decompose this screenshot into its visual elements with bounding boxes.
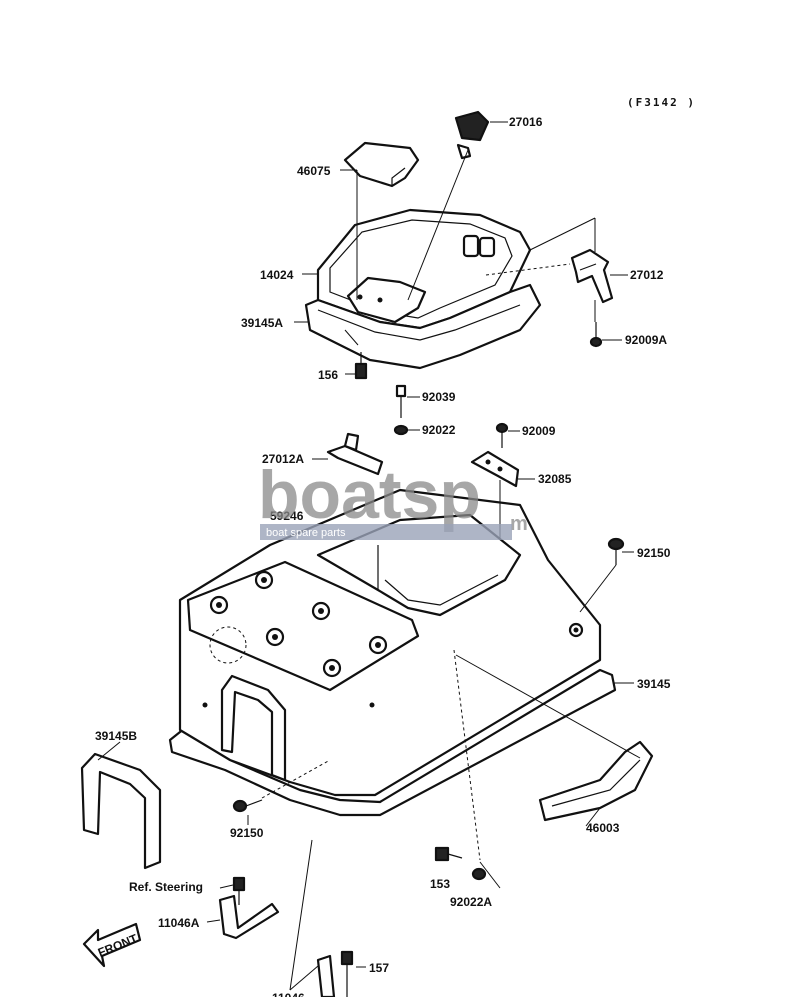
label-46075: 46075 [297,164,331,178]
label-92009: 92009 [522,424,556,438]
part-labels: 27016 46075 14024 27012 39145A 92009A 15… [95,115,671,997]
label-92039: 92039 [422,390,456,404]
part-11046-bracket [316,954,336,997]
part-92009A-screw [589,322,603,348]
part-27012A-bracket [326,432,384,476]
part-14024-box [316,208,532,330]
part-27016-knob [454,110,490,160]
ref-steering-bolt [232,876,246,905]
label-27012A: 27012A [262,452,304,466]
watermark-logo: boatsp m boat spare parts [258,457,528,540]
part-27012-bracket [570,248,614,304]
leader-lines [97,121,641,991]
label-39145: 39145 [637,677,671,691]
watermark-suffix: m [510,513,528,535]
label-59246: 59246 [270,509,304,523]
part-156-bolt [354,352,368,380]
part-153-bolt [434,846,463,862]
part-92150-screw-top [607,537,625,565]
label-156: 156 [318,368,338,382]
label-14024: 14024 [260,268,294,282]
label-157: 157 [369,961,389,975]
watermark-brand: boatsp [258,457,481,533]
part-39145A-gasket [304,283,542,370]
part-59246-body [168,488,617,817]
part-46075-cover [343,141,420,188]
part-92039-pin [395,384,407,418]
part-92022-washer [393,424,409,436]
label-ref-steering: Ref. Steering [129,880,203,894]
label-46003: 46003 [586,821,620,835]
label-39145A: 39145A [241,316,283,330]
part-92022A-washer [471,867,487,881]
front-arrow-icon: FRONT [82,922,142,968]
label-39145B: 39145B [95,729,137,743]
part-39145B-gasket [80,752,162,870]
label-27016: 27016 [509,115,543,129]
part-32085-plate [470,450,520,488]
watermark-tagline: boat spare parts [266,527,346,539]
part-92150-screw-lower [232,799,263,813]
label-92009A: 92009A [625,333,667,347]
part-92009-screw [495,422,509,448]
label-153: 153 [430,877,450,891]
label-92022A: 92022A [450,895,492,909]
label-11046A: 11046A [158,916,200,930]
label-92150-top: 92150 [637,546,671,560]
figure-code: (F3142 ) [627,96,696,109]
label-92150-lower: 92150 [230,826,264,840]
part-46003-pad [538,740,654,822]
label-27012: 27012 [630,268,664,282]
part-11046A-bracket [218,894,280,940]
label-32085: 32085 [538,472,572,486]
part-157-bolt [340,950,354,997]
label-92022: 92022 [422,423,456,437]
label-11046: 11046 [272,991,305,997]
